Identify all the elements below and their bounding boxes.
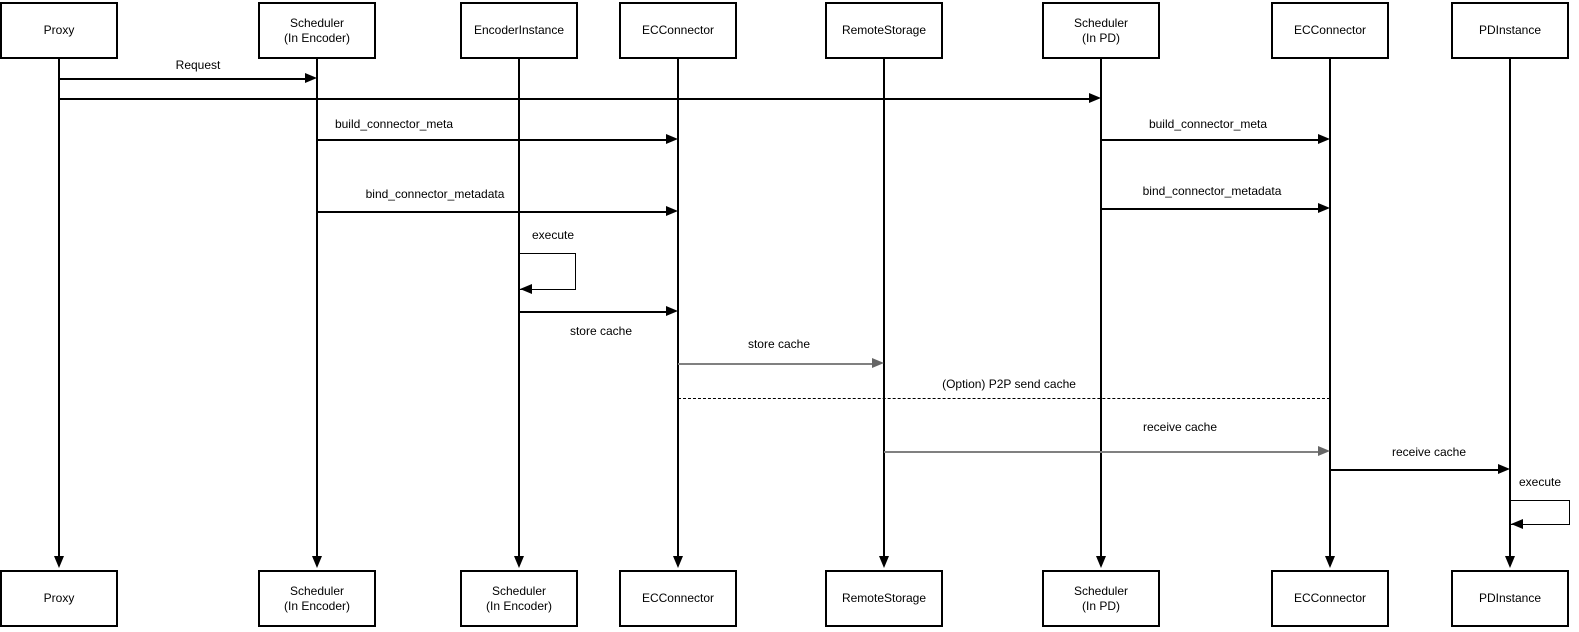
message-arrow-line — [678, 363, 874, 365]
participant-box-top-ec-connector-right: ECConnector — [1271, 2, 1389, 59]
message-label: execute — [1516, 475, 1564, 489]
participant-box-top-proxy: Proxy — [0, 2, 118, 59]
message-arrow-line — [1330, 469, 1500, 471]
message-label: build_connector_meta — [332, 117, 456, 131]
participant-box-bottom-remote-storage: RemoteStorage — [825, 570, 943, 627]
participant-box-top-encoder-instance: EncoderInstance — [460, 2, 578, 59]
message-arrow-line — [884, 451, 1320, 453]
message-arrow-line — [317, 211, 668, 213]
message-arrowhead — [1318, 134, 1330, 144]
message-label: execute — [529, 228, 577, 242]
message-arrowhead — [666, 134, 678, 144]
message-label: store cache — [567, 324, 635, 338]
message-arrowhead — [1318, 446, 1330, 456]
message-arrow-line — [59, 78, 307, 80]
lifeline-arrowhead-scheduler-pd — [1096, 556, 1106, 568]
message-arrowhead — [1089, 93, 1101, 103]
message-label: bind_connector_metadata — [1140, 184, 1284, 198]
participant-box-top-ec-connector-left: ECConnector — [619, 2, 737, 59]
participant-box-top-scheduler-pd: Scheduler (In PD) — [1042, 2, 1160, 59]
lifeline-scheduler-encoder — [316, 59, 318, 557]
message-label: store cache — [745, 337, 813, 351]
message-label: receive cache — [1389, 445, 1469, 459]
participant-box-bottom-proxy: Proxy — [0, 570, 118, 627]
message-arrowhead — [872, 358, 884, 368]
message-arrowhead — [1498, 464, 1510, 474]
message-arrowhead — [1318, 203, 1330, 213]
message-arrow-line — [59, 98, 1091, 100]
lifeline-arrowhead-encoder-instance — [514, 556, 524, 568]
participant-box-bottom-encoder-instance: Scheduler (In Encoder) — [460, 570, 578, 627]
message-label: build_connector_meta — [1146, 117, 1270, 131]
message-label: (Option) P2P send cache — [940, 377, 1078, 391]
lifeline-encoder-instance — [518, 59, 520, 557]
message-arrow-line — [1101, 139, 1320, 141]
message-arrow-line — [317, 139, 668, 141]
participant-box-top-remote-storage: RemoteStorage — [825, 2, 943, 59]
message-label: bind_connector_metadata — [363, 187, 507, 201]
lifeline-remote-storage — [883, 59, 885, 557]
lifeline-scheduler-pd — [1100, 59, 1102, 557]
participant-box-bottom-ec-connector-left: ECConnector — [619, 570, 737, 627]
participant-box-bottom-ec-connector-right: ECConnector — [1271, 570, 1389, 627]
message-arrowhead — [666, 206, 678, 216]
lifeline-ec-connector-left — [677, 59, 679, 557]
lifeline-arrowhead-scheduler-encoder — [312, 556, 322, 568]
lifeline-arrowhead-ec-connector-right — [1325, 556, 1335, 568]
message-arrowhead — [666, 306, 678, 316]
self-message-loop — [1510, 500, 1570, 525]
lifeline-arrowhead-ec-connector-left — [673, 556, 683, 568]
self-message-loop — [519, 253, 576, 290]
participant-box-bottom-scheduler-pd: Scheduler (In PD) — [1042, 570, 1160, 627]
lifeline-ec-connector-right — [1329, 59, 1331, 557]
participant-box-top-scheduler-encoder: Scheduler (In Encoder) — [258, 2, 376, 59]
participant-box-bottom-pd-instance: PDInstance — [1451, 570, 1569, 627]
self-message-arrowhead — [520, 284, 532, 294]
message-label: Request — [173, 58, 223, 72]
self-message-arrowhead — [1511, 519, 1523, 529]
participant-box-top-pd-instance: PDInstance — [1451, 2, 1569, 59]
message-label: receive cache — [1140, 420, 1220, 434]
message-arrow-line — [1101, 208, 1320, 210]
lifeline-arrowhead-remote-storage — [879, 556, 889, 568]
message-arrow-line — [519, 311, 668, 313]
message-arrow-line — [678, 398, 1330, 399]
lifeline-proxy — [58, 59, 60, 557]
participant-box-bottom-scheduler-encoder: Scheduler (In Encoder) — [258, 570, 376, 627]
lifeline-pd-instance — [1509, 59, 1511, 557]
message-arrowhead — [305, 73, 317, 83]
lifeline-arrowhead-pd-instance — [1505, 556, 1515, 568]
lifeline-arrowhead-proxy — [54, 556, 64, 568]
